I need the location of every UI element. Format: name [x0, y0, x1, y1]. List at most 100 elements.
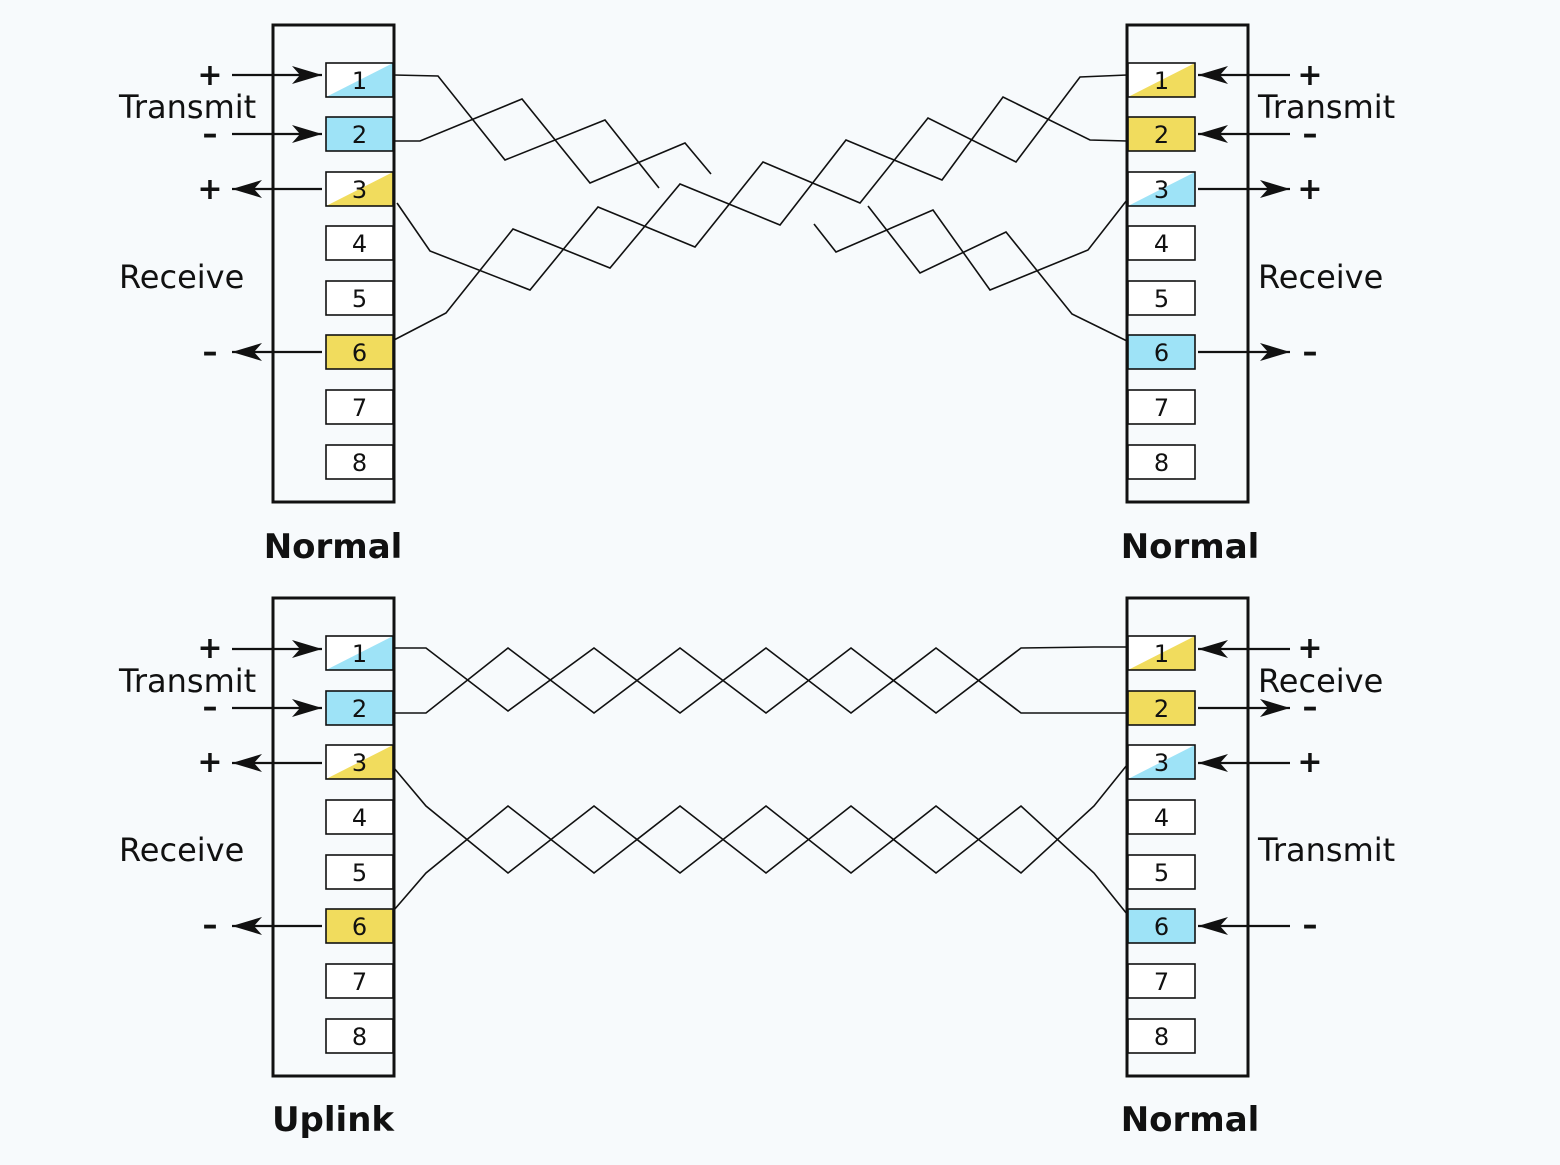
pin-stripe	[326, 745, 393, 779]
pin-number: 3	[1154, 749, 1169, 777]
pin-fill	[326, 335, 393, 369]
arrow-top-left-2	[232, 125, 322, 143]
pin-top-right-4: 4	[1127, 225, 1196, 261]
pin-bottom-left-7: 7	[325, 963, 394, 999]
pin-outline	[1127, 389, 1196, 425]
pin-fill	[326, 281, 393, 315]
pin-outline	[325, 62, 394, 98]
wire-top-pair-a-2	[394, 98, 712, 184]
arrow-bottom-left-1	[232, 640, 322, 658]
pin-fill	[326, 226, 393, 260]
pin-bottom-right-1: 1	[1127, 635, 1196, 671]
pin-number: 4	[352, 230, 367, 258]
pin-bottom-right-6: 6	[1127, 908, 1196, 944]
arrow-top-right-3	[1198, 180, 1290, 198]
pin-outline	[325, 171, 394, 207]
pin-top-right-5: 5	[1127, 280, 1196, 316]
pin-fill	[1128, 691, 1195, 725]
pin-top-left-8: 8	[325, 444, 394, 480]
wire-top-pair-a-1	[393, 74, 660, 189]
pin-top-right-3: 3	[1127, 171, 1196, 207]
pin-fill	[1128, 445, 1195, 479]
pin-number: 4	[352, 804, 367, 832]
pin-outline	[325, 1018, 394, 1054]
pin-outline	[1127, 635, 1196, 671]
pin-fill	[1128, 117, 1195, 151]
label-transmit-bottom-right: Transmit	[1257, 831, 1395, 869]
wire-bottom-pair-a-2	[394, 646, 1127, 715]
pin-fill	[326, 117, 393, 151]
pin-number: 5	[352, 285, 367, 313]
wire-bottom-pair-a-1	[394, 646, 1127, 715]
pin-bottom-left-1: 1	[325, 635, 394, 671]
pin-number: 8	[352, 1023, 367, 1051]
pin-top-right-2: 2	[1127, 116, 1196, 152]
pin-stripe	[326, 63, 393, 97]
connector-top-left	[271, 23, 396, 504]
sign-top-right-3: –	[1303, 335, 1318, 370]
pin-top-left-6: 6	[325, 334, 394, 370]
pin-number: 8	[1154, 449, 1169, 477]
arrow-top-right-1	[1198, 66, 1290, 84]
pin-bottom-right-5: 5	[1127, 854, 1196, 890]
pin-outline	[325, 690, 394, 726]
pin-outline	[1127, 171, 1196, 207]
pin-top-right-6: 6	[1127, 334, 1196, 370]
pin-outline	[1127, 116, 1196, 152]
pin-outline	[1127, 280, 1196, 316]
sign-top-left-0: +	[197, 58, 222, 93]
pin-outline	[325, 280, 394, 316]
pin-outline	[325, 799, 394, 835]
sign-top-left-3: –	[203, 335, 218, 370]
pin-outline	[1127, 854, 1196, 890]
pin-number: 3	[352, 176, 367, 204]
pin-top-right-8: 8	[1127, 444, 1196, 480]
pin-fill	[1128, 909, 1195, 943]
arrow-bottom-left-3	[232, 754, 322, 772]
pin-top-left-3: 3	[325, 171, 394, 207]
sign-bottom-right-1: –	[1303, 690, 1318, 725]
pin-number: 1	[1154, 640, 1169, 668]
sign-bottom-left-3: –	[203, 908, 218, 943]
pin-top-right-7: 7	[1127, 389, 1196, 425]
arrow-top-right-2	[1198, 125, 1290, 143]
arrow-top-right-6	[1198, 343, 1290, 361]
pin-fill	[1128, 1019, 1195, 1053]
connector-bottom-left	[271, 596, 396, 1078]
sign-top-left-1: –	[203, 117, 218, 152]
pin-outline	[325, 444, 394, 480]
pin-fill	[1128, 390, 1195, 424]
pin-number: 2	[1154, 695, 1169, 723]
connector-bottom-right	[1125, 596, 1250, 1078]
sign-bottom-right-0: +	[1297, 631, 1322, 666]
wire-top-pair-c-2	[867, 205, 1128, 342]
pin-stripe	[326, 636, 393, 670]
pin-number: 6	[1154, 913, 1169, 941]
pin-column-top-right: 1 2 3 4 5 6 7 8	[1127, 62, 1196, 480]
sign-top-right-1: –	[1303, 117, 1318, 152]
label-receive-bottom-right: Receive	[1258, 662, 1383, 700]
pin-outline	[1127, 225, 1196, 261]
pin-number: 2	[1154, 121, 1169, 149]
signal-arrows	[232, 66, 1290, 935]
label-transmit-top-left: Transmit	[118, 88, 256, 126]
pin-outline	[1127, 799, 1196, 835]
pin-fill	[326, 855, 393, 889]
pin-outline	[325, 635, 394, 671]
pin-number: 8	[1154, 1023, 1169, 1051]
pin-outline	[325, 334, 394, 370]
pin-bottom-right-3: 3	[1127, 744, 1196, 780]
pin-bottom-right-2: 2	[1127, 690, 1196, 726]
pin-number: 1	[1154, 67, 1169, 95]
pin-number: 4	[1154, 804, 1169, 832]
pin-bottom-left-4: 4	[325, 799, 394, 835]
arrow-bottom-right-2	[1198, 699, 1290, 717]
pin-outline	[325, 225, 394, 261]
label-transmit-bottom-left: Transmit	[118, 662, 256, 700]
pin-stripe	[1128, 636, 1195, 670]
connector-top-right	[1125, 23, 1250, 504]
sign-top-right-0: +	[1297, 58, 1322, 93]
